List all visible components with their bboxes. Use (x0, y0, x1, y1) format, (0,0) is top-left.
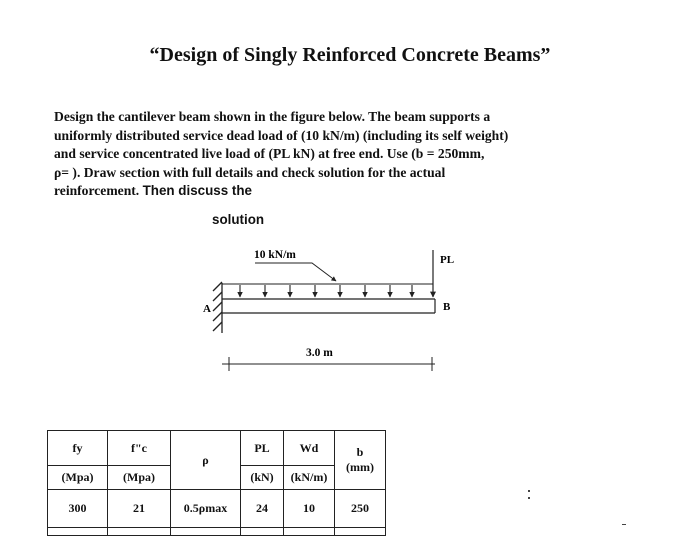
cell-fc: 21 (107, 489, 171, 528)
span-label: 3.0 m (306, 347, 333, 359)
header-rho: ρ (170, 430, 241, 490)
header-wd: Wd (283, 430, 335, 466)
cell-rho: 0.5ρmax (170, 489, 241, 528)
header-fc-unit: (Mpa) (107, 465, 171, 490)
stray-mark-3 (622, 524, 626, 525)
header-fy-unit: (Mpa) (47, 465, 108, 490)
udl-leader-line (255, 262, 337, 282)
support-label-a: A (203, 303, 211, 315)
cell-fy: 300 (47, 489, 108, 528)
header-pl: PL (240, 430, 284, 466)
span-dimension (222, 357, 435, 371)
distributed-load (222, 283, 433, 298)
design-data-table: fy f"c ρ PL Wd b(mm) (Mpa) (Mpa) (kN) (k… (47, 430, 386, 536)
cell-wd: 10 (283, 489, 335, 528)
beam (222, 298, 436, 314)
problem-line-5-sans: Then discuss the (142, 183, 252, 199)
header-fy: fy (47, 430, 108, 466)
problem-line-6: solution (212, 212, 265, 227)
problem-line-1: Design the cantilever beam shown in the … (54, 109, 491, 124)
problem-statement: Design the cantilever beam shown in the … (54, 108, 642, 201)
problem-line-5-serif: reinforcement. (54, 183, 140, 199)
problem-line-2: uniformly distributed service dead load … (54, 127, 509, 143)
problem-line-3: and service concentrated live load of (P… (54, 146, 485, 162)
fixed-support (212, 281, 223, 333)
cell-pl: 24 (240, 489, 284, 528)
header-wd-unit: (kN/m) (283, 465, 335, 490)
stray-mark-2 (528, 497, 530, 499)
udl-label: 10 kN/m (254, 249, 296, 261)
problem-line-4: ρ= ). Draw section with full details and… (54, 164, 446, 180)
header-pl-unit: (kN) (240, 465, 284, 490)
problem-line-5: reinforcement. Then discuss the (54, 182, 642, 201)
free-end-label-b: B (443, 301, 451, 313)
header-b: b(mm) (334, 430, 386, 490)
point-load-label: PL (440, 254, 454, 266)
header-fc: f"c (107, 430, 171, 466)
cell-b: 250 (334, 489, 386, 528)
stray-mark-1 (528, 490, 530, 492)
page-title: “Design of Singly Reinforced Concrete Be… (149, 44, 551, 66)
